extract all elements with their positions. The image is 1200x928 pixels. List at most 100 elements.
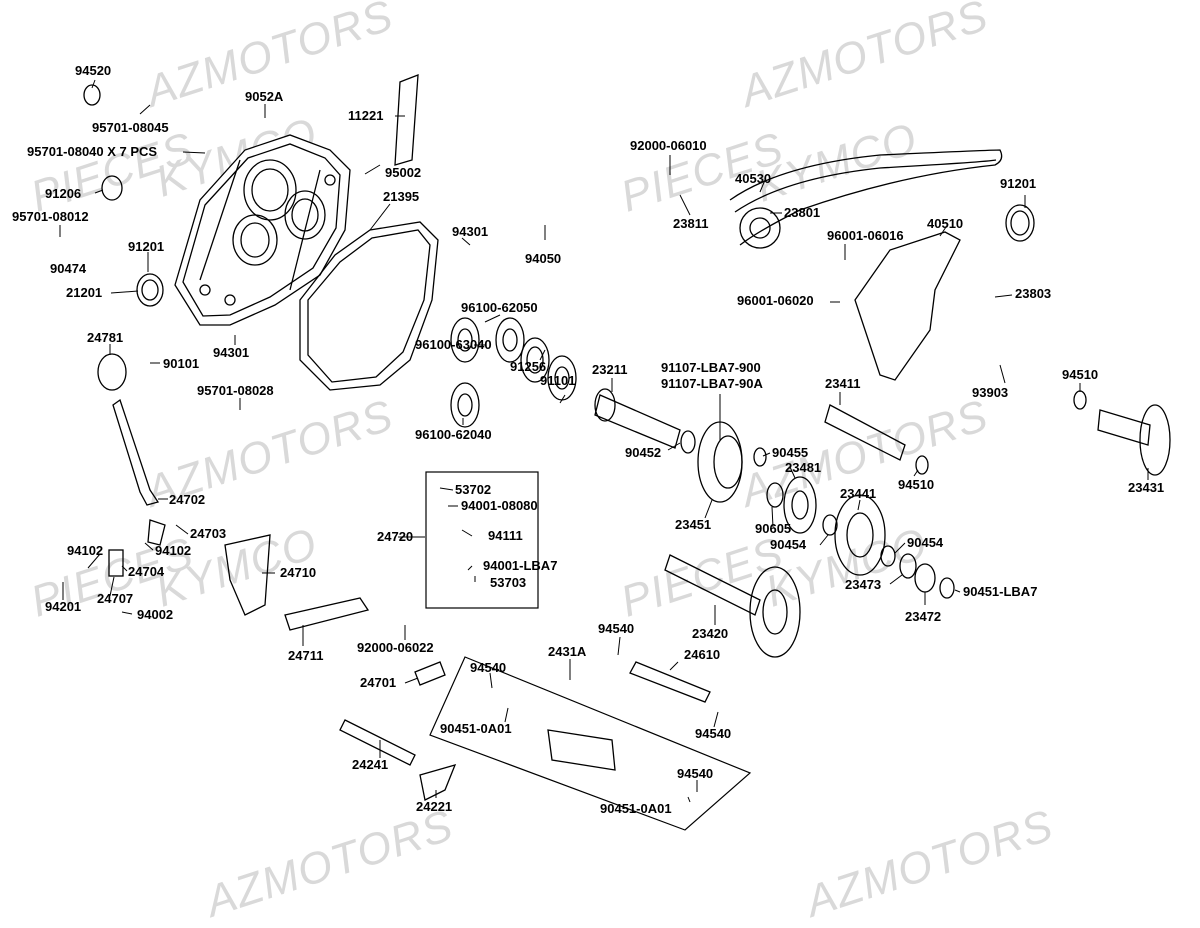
washer-parts [83,84,1087,599]
part-label: 95701-08040 X 7 PCS [27,144,158,159]
part-label: 94510 [898,477,935,492]
part-label: 94540 [695,726,732,741]
leader-lines [59,79,1149,803]
part-label: 24704 [128,564,165,579]
gasket-part [299,221,439,391]
part-label: 2431A [548,644,587,659]
shaft-23420-part [664,554,801,658]
part-label: 91256 [510,359,547,374]
part-label: 92000-06010 [630,138,707,153]
oil-seal-part [1005,204,1035,242]
part-label: 24610 [684,647,721,662]
gear-23481-part [783,476,817,534]
part-label: 95002 [385,165,422,180]
part-label: 94201 [45,599,82,614]
part-label: 90451-0A01 [600,801,672,816]
part-label: 23472 [905,609,942,624]
part-label: 94001-08080 [461,498,538,513]
part-label: 96001-06020 [737,293,814,308]
part-label: 23481 [785,460,822,475]
bearing-parts [450,317,577,428]
part-label: 90454 [907,535,944,550]
part-label: 24221 [416,799,453,814]
part-label: 94510 [1062,367,1099,382]
gear-23441-part [834,494,886,576]
part-label: 90451-LBA7 [963,584,1038,599]
part-label: 94102 [155,543,192,558]
part-label: 21395 [383,189,420,204]
part-label: 90101 [163,356,200,371]
part-label: 94111 [488,528,523,543]
group-box-24720 [425,471,539,609]
part-label: 94520 [75,63,112,78]
shift-linkage-parts [97,353,711,801]
group-box-2431A [429,656,752,831]
shaft-23431-part [1097,404,1171,476]
part-label: 24702 [169,492,206,507]
part-label: 91201 [1000,176,1037,191]
part-label: 90452 [625,445,662,460]
part-label: 23211 [592,362,628,377]
part-label: 24703 [190,526,227,541]
part-label: 23473 [845,577,882,592]
part-label: 95701-08045 [92,120,169,135]
part-label: 90605 [755,521,792,536]
part-label: 24710 [280,565,317,580]
part-label: 23811 [673,216,709,231]
part-label: 23803 [1015,286,1052,301]
part-label: 91107-LBA7-90A [661,376,763,391]
part-label: 24781 [87,330,124,345]
part-label: 91101 [540,373,576,388]
part-label: 91107-LBA7-900 [661,360,761,375]
part-label: 94102 [67,543,104,558]
parts-diagram-stage: PIECES AZMOTORS KYMCO PIECES AZMOTORS KY… [12,0,1171,927]
part-label: 24720 [377,529,414,544]
part-label: 24707 [97,591,134,606]
chain-cover-part [854,231,961,381]
exploded-parts-drawing [59,74,1171,831]
part-label: 94301 [213,345,250,360]
part-label: 24241 [352,757,389,772]
part-label: 94002 [137,607,174,622]
part-label: 53702 [455,482,492,497]
part-label: 96100-62050 [461,300,538,315]
part-label: 90451-0A01 [440,721,512,736]
chain-sprocket-part [729,149,1003,249]
part-label: 96100-62040 [415,427,492,442]
part-label: 24711 [288,648,324,663]
kick-rod-part [394,74,419,166]
part-label: 11221 [348,108,384,123]
part-label: 53703 [490,575,527,590]
part-label: 93903 [972,385,1009,400]
part-label: 96001-06016 [827,228,904,243]
part-label: 94001-LBA7 [483,558,558,573]
primary-shaft-part [594,388,681,449]
part-label: 23431 [1128,480,1165,495]
part-label: 23411 [825,376,861,391]
part-label: 90474 [50,261,87,276]
part-label: 95701-08012 [12,209,89,224]
part-label: 92000-06022 [357,640,434,655]
part-label: 23420 [692,626,729,641]
part-label: 91201 [128,239,165,254]
part-label: 24701 [360,675,397,690]
part-label: 94050 [525,251,562,266]
part-label: 23441 [840,486,877,501]
oil-seal-part [136,273,164,307]
part-label: 9052A [245,89,284,104]
part-label: 96100-63040 [415,337,492,352]
part-label: 94540 [470,660,507,675]
part-label: 40510 [927,216,964,231]
part-label: 90455 [772,445,809,460]
part-label: 23451 [675,517,712,532]
part-label: 94301 [452,224,489,239]
part-label: 95701-08028 [197,383,274,398]
part-label: 90454 [770,537,807,552]
crankcase-cover-part [174,134,351,326]
part-label: 23801 [784,205,821,220]
part-label: 91206 [45,186,82,201]
part-label: 21201 [66,285,103,300]
part-label: 40530 [735,171,772,186]
part-label: 94540 [677,766,714,781]
shaft-23411-part [824,404,906,461]
